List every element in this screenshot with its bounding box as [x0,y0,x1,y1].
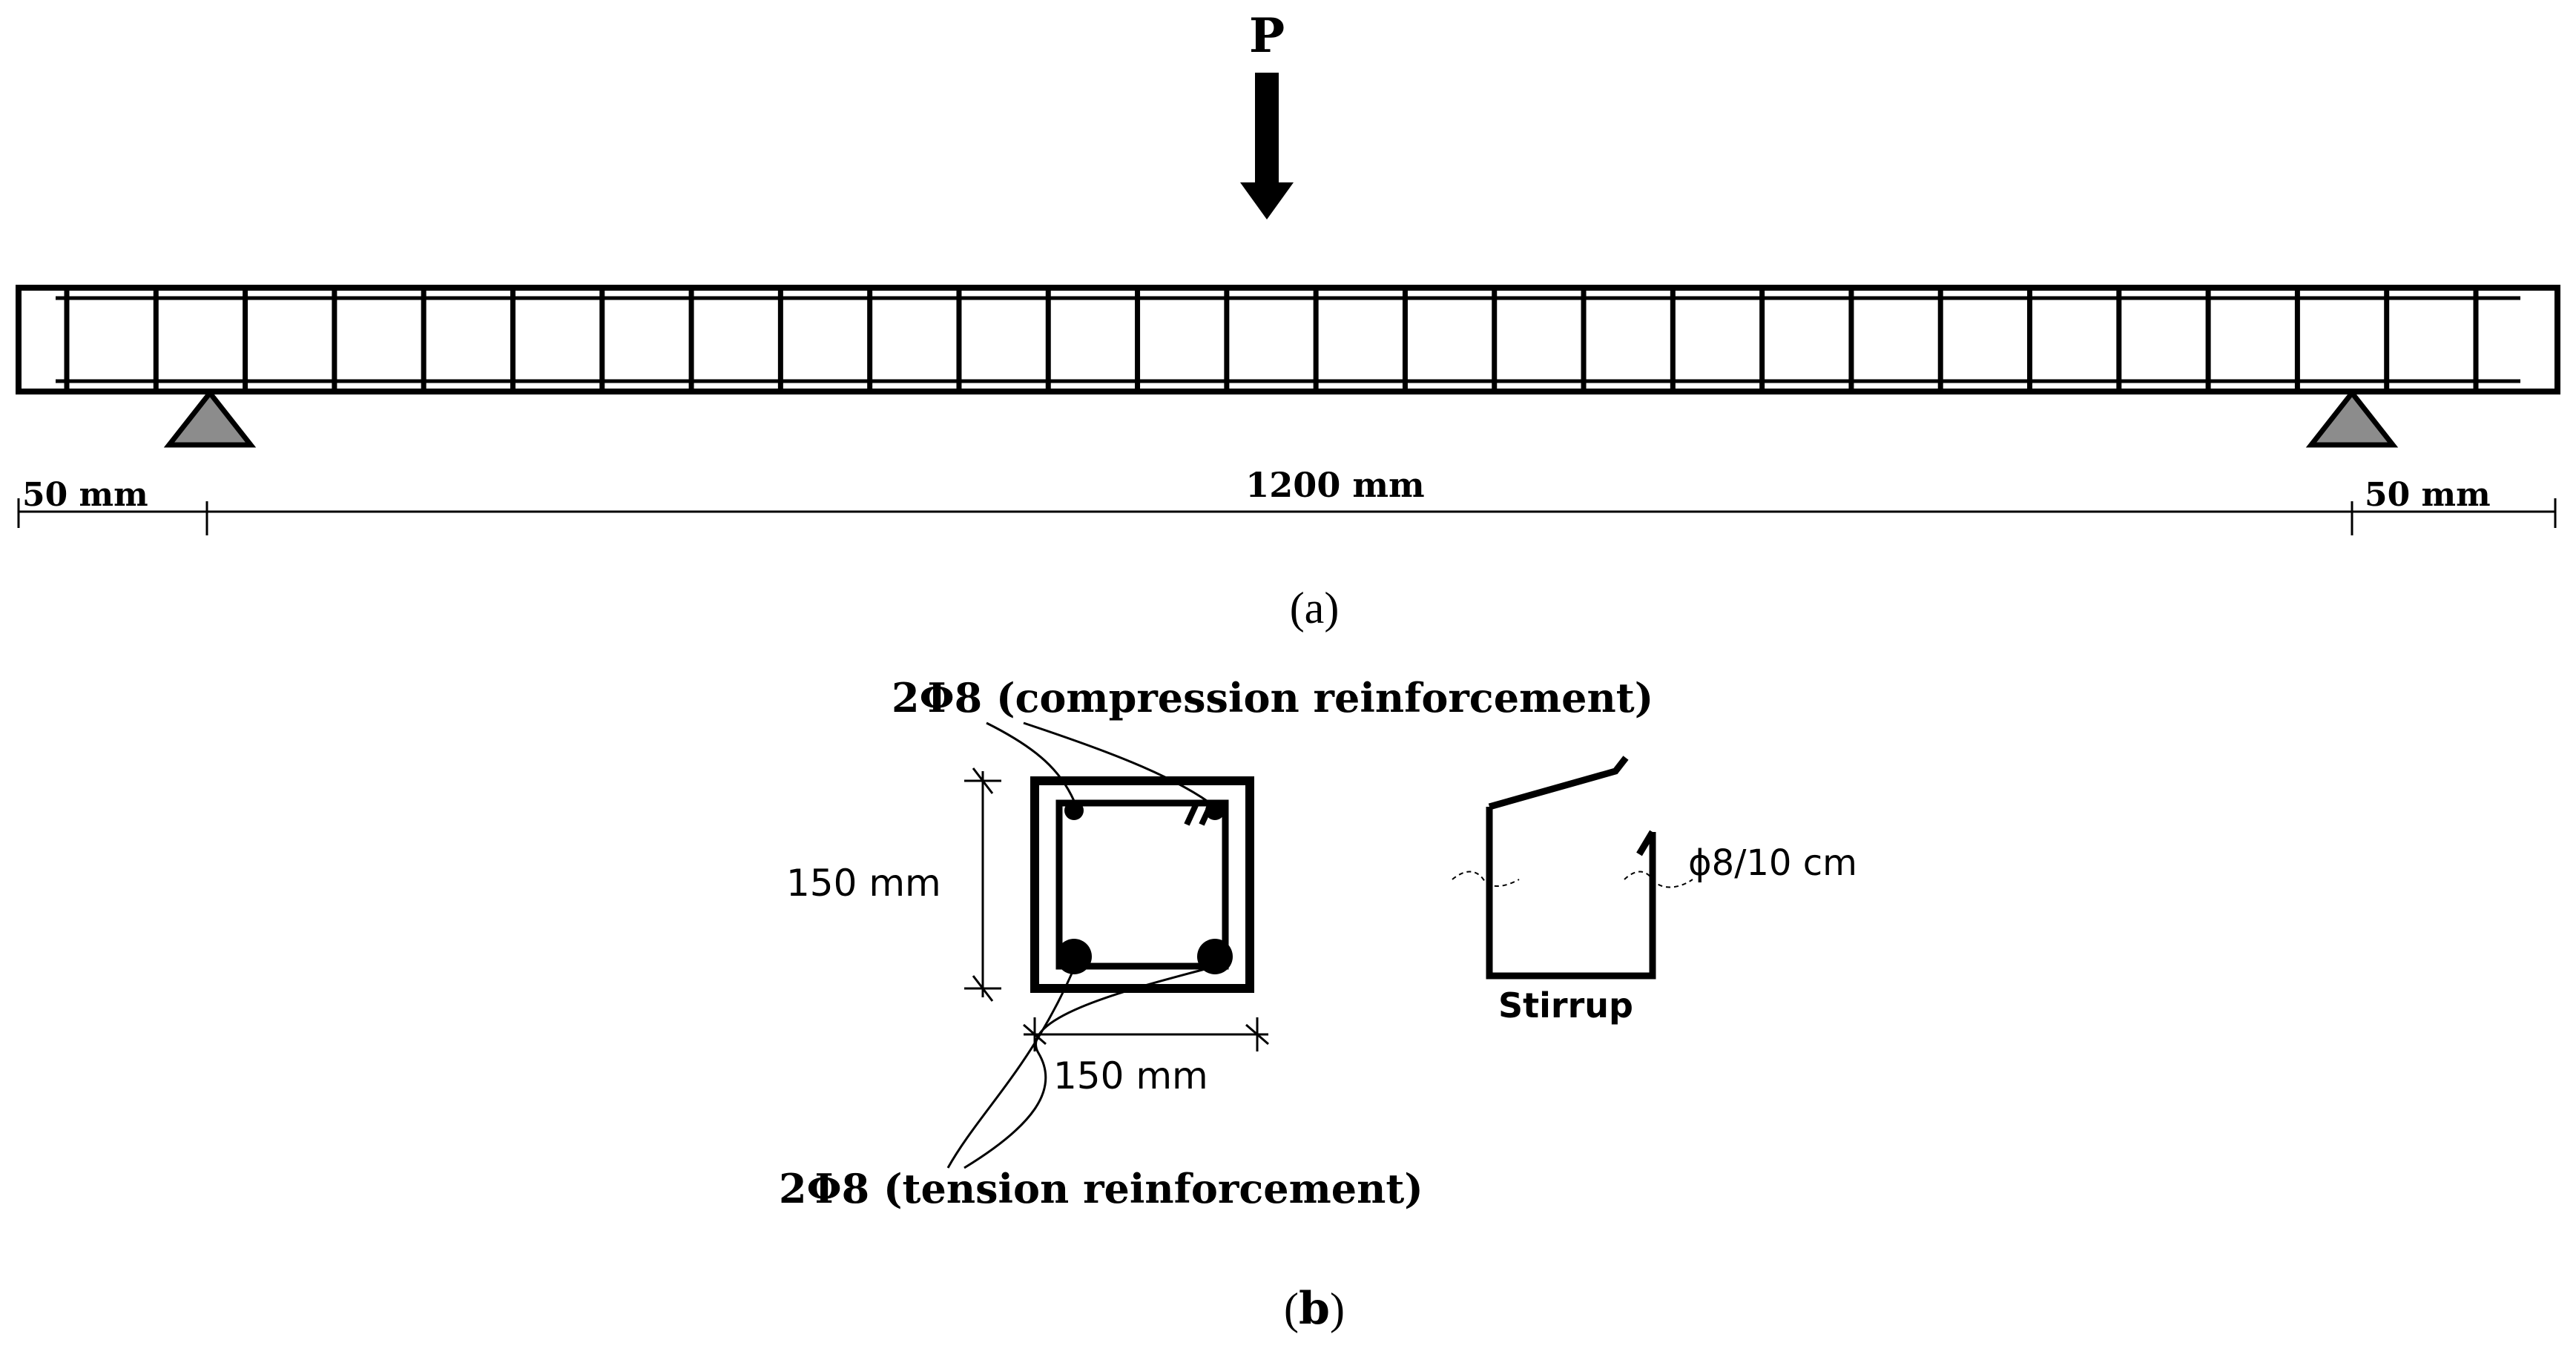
tension-leader-lines [946,967,1208,1169]
caption-b: (b) [1284,1283,1345,1335]
span-dimension-line [17,498,2557,535]
stirrup-break-marks [1452,871,1693,888]
tension-reinforcement-label: 2Φ8 (tension reinforcement) [779,1165,1423,1212]
section-stirrup [1055,799,1229,970]
compression-bar-right [1205,801,1225,820]
left-support-triangle [163,389,257,448]
compression-bar-left [1064,801,1084,820]
width-dimension [1023,1017,1269,1051]
beam-outline [16,285,2560,394]
left-overhang-label: 50 mm [22,476,148,514]
panel-a-beam-elevation: P 50 mm 1200 mm 50 mm (a) [16,8,2560,633]
stirrup-spec-label: ϕ8/10 cm [1688,842,1857,884]
span-label: 1200 mm [1245,465,1424,505]
section-height-label: 150 mm [786,862,941,905]
load-label: P [1249,8,1285,64]
compression-reinforcement-label: 2Φ8 (compression reinforcement) [892,674,1653,721]
compression-leader-lines [986,721,1210,804]
section-width-label: 150 mm [1053,1054,1208,1097]
panel-b-cross-section: 2Φ8 (compression reinforcement) [779,674,1857,1335]
tension-bar-left [1056,939,1092,974]
section-outline [1030,776,1254,993]
stirrup-detail [1486,756,1656,980]
tension-bar-right [1197,939,1233,974]
right-overhang-label: 50 mm [2365,476,2491,514]
stirrups-group [64,291,2479,389]
height-dimension [964,767,1001,1002]
caption-a: (a) [1290,584,1340,633]
right-support-triangle [2305,389,2399,448]
stirrup-label: Stirrup [1498,985,1633,1026]
load-arrow [1240,73,1294,219]
